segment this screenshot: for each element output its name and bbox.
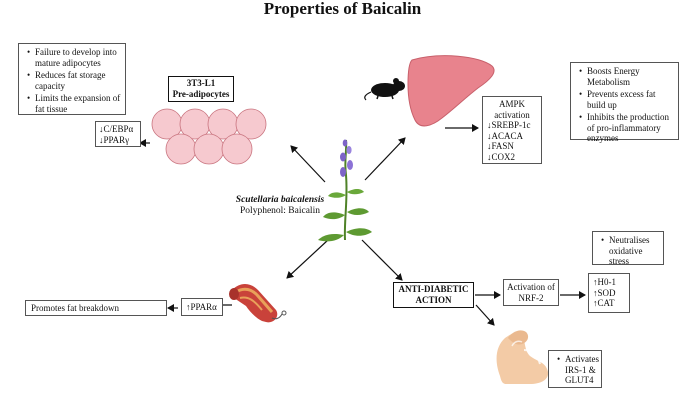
adipocyte-effects-list: Failure to develop into mature adipocyte… bbox=[25, 47, 122, 114]
ampk-activation-box: AMPK activation SREBP-1c ACACA FASN COX2 bbox=[482, 96, 542, 164]
nrf2-line2: NRF-2 bbox=[518, 293, 544, 303]
ppara-box: PPARα bbox=[181, 298, 223, 316]
adipocyte-effect-2: Reduces fat storage capacity bbox=[27, 70, 122, 91]
liver-effects-list: Boosts Energy Metabolism Prevents excess… bbox=[577, 66, 676, 144]
marker-acaca: ACACA bbox=[487, 131, 541, 142]
ampk-title-line1: AMPK bbox=[498, 99, 525, 109]
liver-effect-1: Boosts Energy Metabolism bbox=[579, 66, 676, 87]
antidiabetic-action-box: ANTI-DIABETIC ACTION bbox=[393, 282, 474, 308]
liver-effect-2: Prevents excess fat build up bbox=[579, 89, 676, 110]
antidiabetic-line2: ACTION bbox=[415, 295, 452, 305]
nrf2-line1: Activation of bbox=[507, 282, 555, 292]
marker-cebpa: C/EBPα bbox=[99, 124, 140, 135]
adipocyte-markers-box: C/EBPα PPARγ bbox=[95, 121, 141, 147]
antidiabetic-line1: ANTI-DIABETIC bbox=[398, 284, 469, 294]
marker-ho1: H0-1 bbox=[593, 277, 629, 288]
marker-ppargamma: PPARγ bbox=[99, 135, 140, 146]
antioxidant-markers-box: H0-1 SOD CAT bbox=[588, 273, 630, 313]
plant-name: Scutellaria baicalensis bbox=[235, 195, 325, 205]
insulin-signaling-list: Activates IRS-1 & GLUT4 bbox=[555, 354, 599, 386]
preadipocytes-label-line1: 3T3-L1 bbox=[186, 78, 216, 88]
arrow-antidiabetic-to-arm bbox=[475, 304, 495, 326]
preadipocytes-label-line2: Pre-adipocytes bbox=[172, 89, 230, 99]
adipocyte-effect-3: Limits the expansion of fat tissue bbox=[27, 93, 122, 114]
arrow-to-liver bbox=[364, 137, 406, 181]
marker-cox2: COX2 bbox=[487, 152, 541, 163]
adipocyte-effects-box: Failure to develop into mature adipocyte… bbox=[18, 43, 126, 115]
scutellaria-plant-illustration bbox=[318, 139, 372, 242]
fat-breakdown-box: Promotes fat breakdown bbox=[25, 300, 167, 316]
insulin-signaling-text: Activates IRS-1 & GLUT4 bbox=[557, 354, 599, 386]
mouse-icon bbox=[364, 78, 405, 101]
arrow-to-adipocytes bbox=[290, 145, 326, 183]
ampk-title-line2: activation bbox=[494, 109, 530, 120]
muscle-fiber-illustration bbox=[229, 284, 287, 323]
oxidative-stress-box: Neutralises oxidative stress bbox=[592, 231, 664, 267]
liver-effect-3: Inhibits the production of pro-inflammat… bbox=[579, 112, 676, 144]
preadipocyte-cells-illustration bbox=[151, 108, 267, 165]
arrow-to-muscle bbox=[286, 239, 329, 279]
diagram-title: Properties of Baicalin bbox=[263, 0, 422, 18]
fat-breakdown-text: Promotes fat breakdown bbox=[31, 303, 119, 313]
marker-fasn: FASN bbox=[487, 141, 541, 152]
oxidative-stress-list: Neutralises oxidative stress bbox=[599, 235, 661, 267]
liver-effects-box: Boosts Energy Metabolism Prevents excess… bbox=[570, 62, 679, 143]
plant-label: Scutellaria baicalensis Polyphenol: Baic… bbox=[228, 195, 332, 217]
marker-cat: CAT bbox=[593, 298, 629, 309]
nrf2-activation-box: Activation of NRF-2 bbox=[503, 279, 559, 306]
flexed-arm-illustration bbox=[496, 330, 549, 384]
adipocyte-effect-1: Failure to develop into mature adipocyte… bbox=[27, 47, 122, 68]
marker-srebp1c: SREBP-1c bbox=[487, 120, 541, 131]
marker-ppara: PPARα bbox=[186, 302, 222, 313]
marker-sod: SOD bbox=[593, 288, 629, 299]
arrow-to-antidiabetic bbox=[361, 239, 403, 281]
plant-subtitle: Polyphenol: Baicalin bbox=[240, 206, 320, 216]
preadipocytes-label: 3T3-L1 Pre-adipocytes bbox=[168, 76, 234, 102]
oxidative-stress-text: Neutralises oxidative stress bbox=[601, 235, 661, 267]
liver-illustration bbox=[407, 55, 495, 127]
insulin-signaling-box: Activates IRS-1 & GLUT4 bbox=[548, 350, 602, 388]
